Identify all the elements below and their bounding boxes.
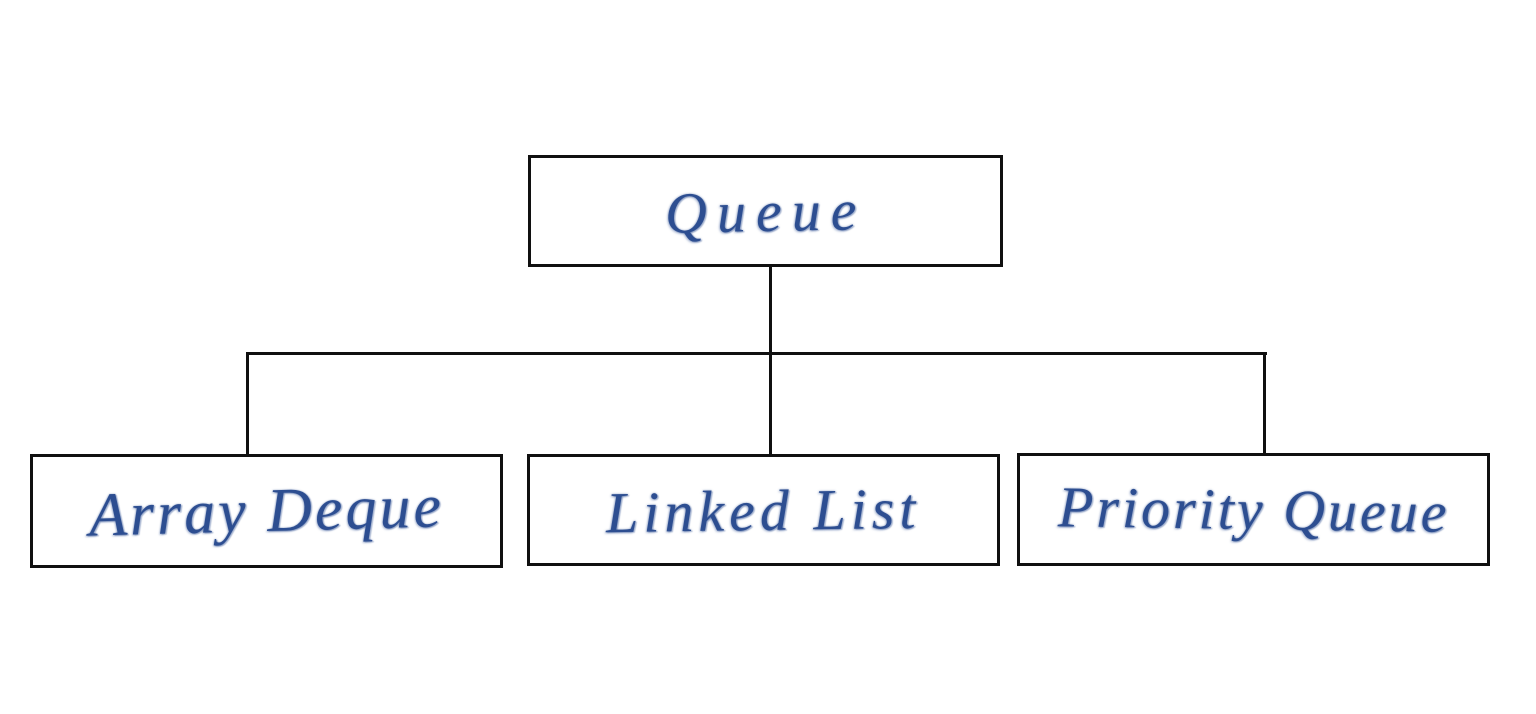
node-linked-list-label: Linked List (605, 475, 922, 545)
node-priority-queue: Priority Queue (1017, 453, 1490, 566)
node-queue: Queue (528, 155, 1003, 267)
node-priority-queue-label: Priority Queue (1057, 474, 1450, 545)
connector-right-vertical (1263, 352, 1266, 453)
connector-root-vertical (769, 267, 772, 355)
node-linked-list: Linked List (527, 454, 1000, 566)
connector-middle-vertical (769, 352, 772, 454)
connector-left-vertical (246, 352, 249, 454)
connector-horizontal-bar (246, 352, 1267, 355)
node-array-deque: Array Deque (30, 454, 503, 568)
node-array-deque-label: Array Deque (88, 471, 445, 550)
node-queue-label: Queue (664, 176, 867, 246)
